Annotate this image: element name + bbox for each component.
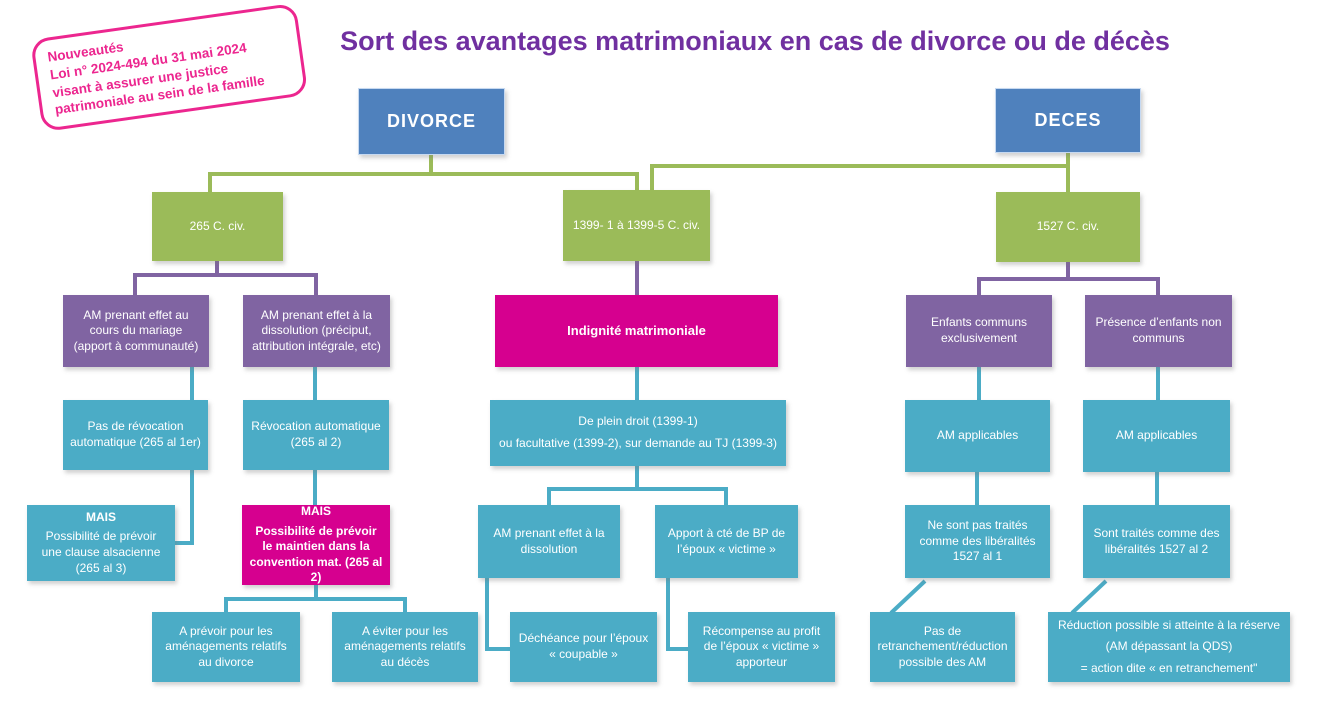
node-pas-retranchement: Pas de retranchement/réduction possible …: [870, 612, 1015, 682]
node-plein-droit: De plein droit (1399-1) ou facultative (…: [490, 400, 786, 466]
plein-droit-line: ou facultative (1399-2), sur demande au …: [499, 436, 777, 450]
mais-body: Possibilité de prévoir une clause alsaci…: [41, 529, 161, 575]
node-art-1527: 1527 C. civ.: [996, 192, 1140, 262]
node-am-effet-dissolution: AM prenant effet à la dissolution: [478, 505, 620, 578]
mais-title: MAIS: [301, 504, 331, 519]
node-decheance-coupable: Déchéance pour l’époux « coupable »: [510, 612, 657, 682]
law-update-stamp: Nouveautés Loi n° 2024-494 du 31 mai 202…: [30, 2, 309, 133]
reduction-line: Réduction possible si atteinte à la rése…: [1057, 617, 1281, 632]
node-revocation-auto: Révocation automatique (265 al 2): [243, 400, 389, 470]
node-am-applicables-2: AM applicables: [1083, 400, 1230, 472]
node-divorce: DIVORCE: [358, 88, 505, 155]
node-am-cours-mariage: AM prenant effet au cours du mariage (ap…: [63, 295, 209, 367]
node-mais-clause-alsacienne: MAIS Possibilité de prévoir une clause a…: [27, 505, 175, 581]
node-am-dissolution-purple: AM prenant effet à la dissolution (préci…: [243, 295, 390, 367]
node-art-1399: 1399- 1 à 1399-5 C. civ.: [563, 190, 710, 261]
reduction-line: = action dite « en retranchement": [1080, 660, 1258, 675]
reduction-line: (AM dépassant la QDS): [1105, 639, 1233, 654]
node-am-applicables-1: AM applicables: [905, 400, 1050, 472]
node-traites-liberalites: Sont traités comme des libéralités 1527 …: [1083, 505, 1230, 578]
node-reduction-reserve: Réduction possible si atteinte à la rése…: [1048, 612, 1290, 682]
plein-droit-line: De plein droit (1399-1): [578, 414, 698, 429]
node-pas-revocation: Pas de révocation automatique (265 al 1e…: [63, 400, 208, 470]
node-enfants-communs: Enfants communs exclusivement: [906, 295, 1052, 367]
node-recompense-victime: Récompense au profit de l’époux « victim…: [688, 612, 835, 682]
node-enfants-non-communs: Présence d’enfants non communs: [1085, 295, 1232, 367]
node-a-eviter-deces: A éviter pour les aménagements relatifs …: [332, 612, 478, 682]
mais-title: MAIS: [86, 509, 116, 524]
node-a-prevoir-divorce: A prévoir pour les aménagements relatifs…: [152, 612, 300, 682]
page-title: Sort des avantages matrimoniaux en cas d…: [340, 26, 1170, 56]
node-mais-maintien-convention: MAIS Possibilité de prévoir le maintien …: [242, 504, 390, 585]
node-pas-traites-liberalites: Ne sont pas traités comme des libéralité…: [905, 505, 1050, 578]
node-apport-cte: Apport à cté de BP de l’époux « victime …: [655, 505, 798, 578]
mais-body: Possibilité de prévoir le maintien dans …: [249, 523, 383, 585]
node-deces: DECES: [995, 88, 1141, 153]
node-indignite-matrimoniale: Indignité matrimoniale: [495, 295, 778, 367]
node-art-265: 265 C. civ.: [152, 192, 283, 261]
